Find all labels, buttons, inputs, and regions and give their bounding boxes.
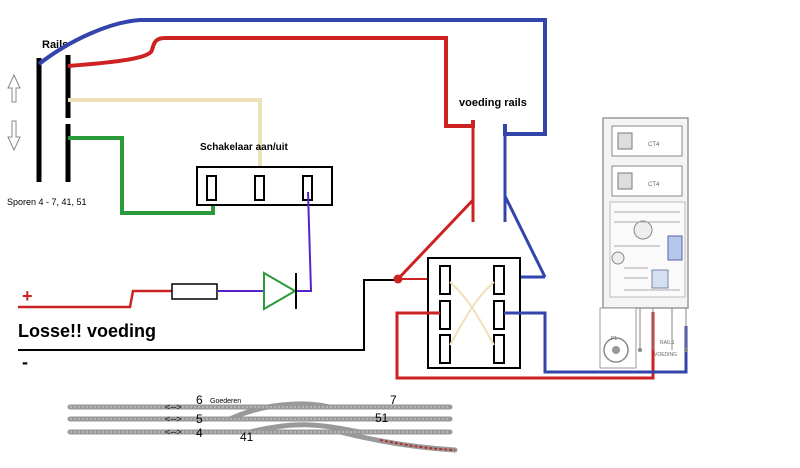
wire-relay-red: [395, 311, 655, 380]
up-down-arrow-icon: [7, 73, 21, 152]
track-label-7: 7: [390, 393, 397, 407]
losse-voeding-label: Losse!! voeding: [18, 321, 156, 341]
voeding-rails-label: voeding rails: [459, 97, 527, 109]
relay-pin-6: [493, 334, 505, 364]
circuit-board: CT4 CT4 P1 RAILS VOEDING: [599, 117, 689, 369]
relay-pin-4: [493, 300, 505, 330]
switch-label: Schakelaar aan/uit: [200, 142, 288, 153]
wire-relay-blue: [504, 311, 688, 374]
resistor: [171, 283, 218, 300]
wire-blue-top: [37, 18, 547, 136]
switch-pin-2: [254, 175, 265, 201]
relay-cross-2: [449, 281, 495, 346]
wire-plus: [18, 289, 172, 309]
track-arrow-5: <-->: [165, 414, 182, 424]
diode-symbol: [263, 271, 297, 311]
relay-pin-2: [493, 265, 505, 295]
board-rails-label: RAILS: [660, 340, 675, 346]
track-goederen: Goederen: [210, 398, 241, 405]
track-plan: [67, 401, 458, 453]
track-label-4: 4: [196, 426, 203, 440]
sporen-label: Sporen 4 - 7, 41, 51: [7, 197, 87, 207]
wire-green: [68, 136, 215, 215]
wire-voeding-blue-diag: [503, 195, 547, 278]
board-ct4-2: CT4: [648, 182, 660, 188]
plus-label: +: [22, 286, 33, 306]
relay-pin-3: [439, 300, 451, 330]
relay-pin-5: [439, 334, 451, 364]
track-label-51: 51: [375, 411, 389, 425]
track-label-41: 41: [240, 430, 254, 444]
relay-cross-1: [449, 281, 495, 346]
wire-purple: [296, 191, 313, 292]
track-label-5: 5: [196, 412, 203, 426]
wire-minus: [18, 279, 398, 351]
board-ct4-1: CT4: [648, 142, 660, 148]
relay-pin-1: [439, 265, 451, 295]
track-arrow-4: <-->: [165, 427, 182, 437]
track-arrow-6: <-->: [165, 402, 182, 412]
board-pin-label: P1: [611, 336, 617, 342]
board-voeding-label: VOEDING: [654, 352, 677, 358]
minus-label: -: [22, 352, 28, 372]
wire-junction-red: [396, 198, 475, 281]
wire-beige: [68, 98, 262, 180]
wire-red-top: [67, 36, 475, 128]
switch-pin-1: [206, 175, 217, 201]
track-label-6: 6: [196, 393, 203, 407]
